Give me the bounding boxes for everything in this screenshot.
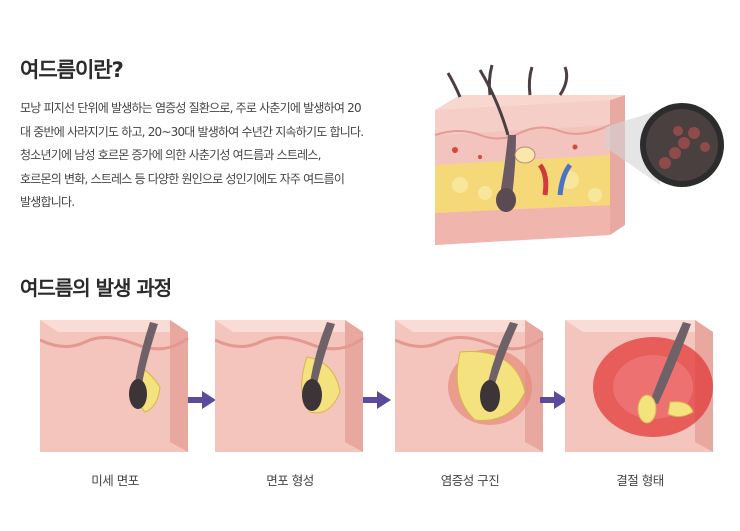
stage-label: 면포 형성 <box>266 473 314 488</box>
stage-illustration-microcomedone <box>40 320 189 452</box>
stage-label: 미세 면포 <box>91 473 139 488</box>
description-line: 대 중반에 사라지기도 하고, 20~30대 발생하여 수년간 지속하기도 합니… <box>20 124 364 139</box>
stage-label: 염증성 구진 <box>440 473 500 488</box>
section-title-acne-process: 여드름의 발생 과정 <box>20 276 172 300</box>
section-title-what-is-acne: 여드름이란? <box>20 58 124 82</box>
acne-description: 모낭 피지선 단위에 발생하는 염증성 질환으로, 주로 사춘기에 발생하여 2… <box>20 97 412 215</box>
description-line: 모낭 피지선 단위에 발생하는 염증성 질환으로, 주로 사춘기에 발생하여 2… <box>20 101 362 115</box>
arrow-right-icon <box>188 391 216 409</box>
description-line: 발생합니다. <box>20 195 75 209</box>
stage-illustration-nodule <box>565 320 713 452</box>
arrow-right-icon <box>540 391 568 409</box>
stage-illustration-comedone-formation <box>215 320 364 452</box>
description-line: 청소년기에 남성 호르몬 증가에 의한 사춘기성 여드름과 스트레스, <box>20 148 321 162</box>
description-line: 호르몬의 변화, 스트레스 등 다양한 원인으로 성인기에도 자주 여드름이 <box>20 171 345 186</box>
stage-label: 결절 형태 <box>616 473 664 488</box>
stage-illustration-inflammatory-papule <box>395 320 544 452</box>
arrow-right-icon <box>363 391 391 409</box>
skin-cross-section-illustration <box>434 64 724 245</box>
